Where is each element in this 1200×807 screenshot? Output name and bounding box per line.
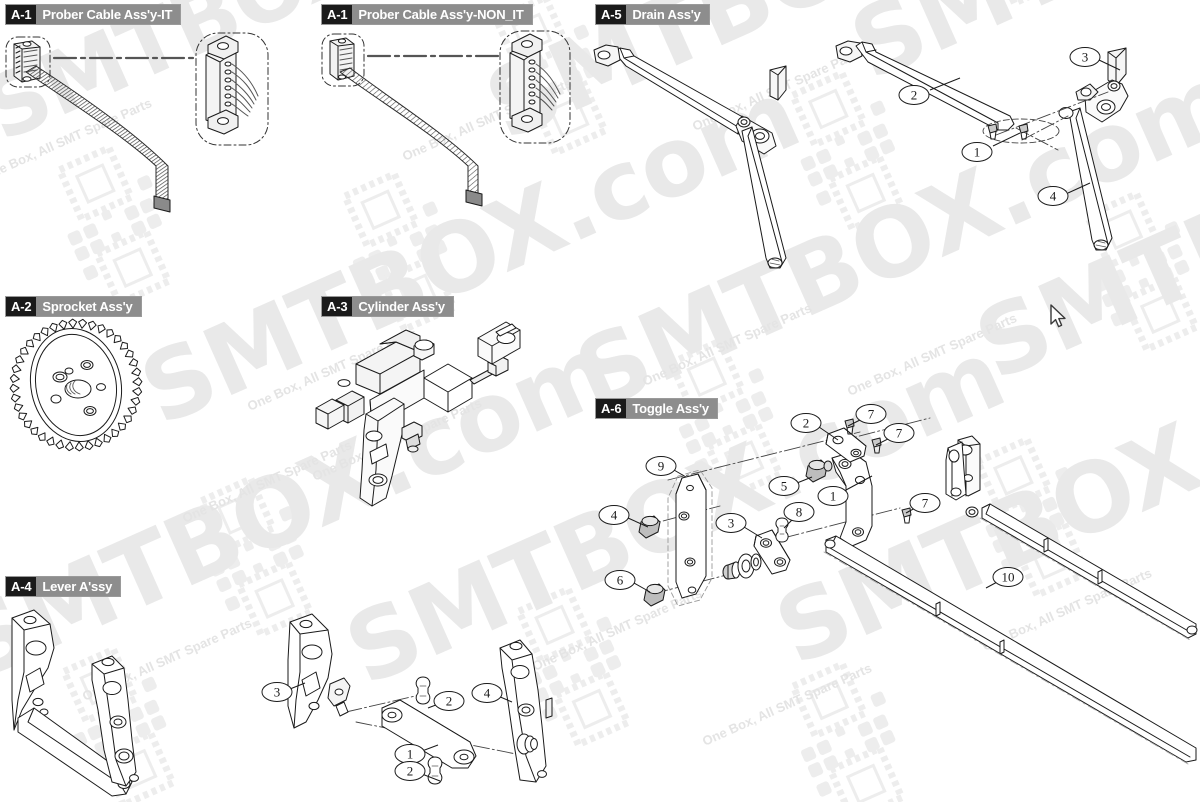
drawing-a4-lever-assembled xyxy=(11,609,139,797)
section-title: Toggle Ass'y xyxy=(626,399,717,418)
section-title: Lever A'ssy xyxy=(36,577,121,596)
section-code: A-3 xyxy=(322,297,353,316)
section-code: A-4 xyxy=(6,577,37,596)
section-code: A-6 xyxy=(596,399,627,418)
drawing-a1-prober-cable-non-it xyxy=(321,30,571,207)
section-code: A-1 xyxy=(322,5,353,24)
drawing-a2-sprocket xyxy=(9,318,143,452)
section-title: Drain Ass'y xyxy=(626,5,709,24)
drawing-a1-prober-cable-it xyxy=(5,32,269,213)
drawing-a5-drain-exploded xyxy=(835,40,1129,251)
section-code: A-2 xyxy=(6,297,37,316)
drawing-a4-lever-exploded xyxy=(287,613,553,785)
section-title: Prober Cable Ass'y-IT xyxy=(36,5,181,24)
section-code: A-1 xyxy=(6,5,37,24)
drawing-a3-cylinder xyxy=(315,321,521,507)
section-code: A-5 xyxy=(596,5,627,24)
drawing-a6-toggle xyxy=(638,417,1198,765)
drawing-a5-drain-assembled xyxy=(593,44,787,269)
section-title: Cylinder Ass'y xyxy=(352,297,453,316)
section-title: Prober Cable Ass'y-NON_IT xyxy=(352,5,532,24)
section-title: Sprocket Ass'y xyxy=(36,297,141,316)
